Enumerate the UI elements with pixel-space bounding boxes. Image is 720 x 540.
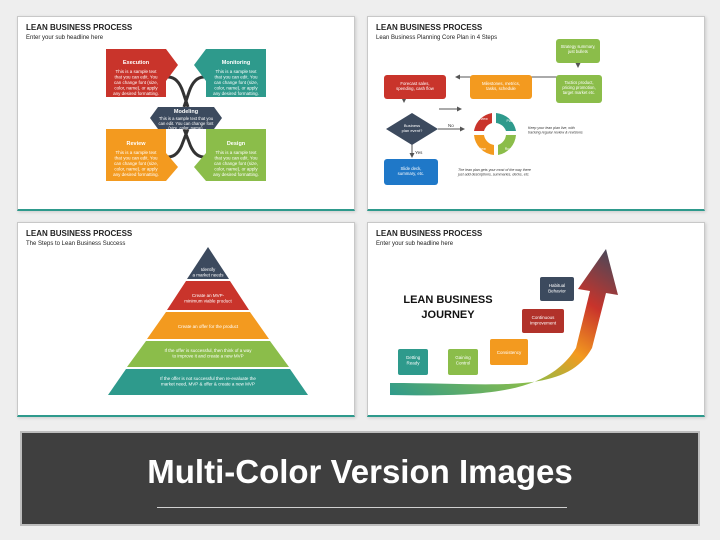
svg-text:Run: Run <box>505 147 511 151</box>
decision-diamond <box>386 113 438 145</box>
execution-title: Execution <box>123 60 150 66</box>
plan-cycle-ring: Review Plan Run Review <box>474 113 516 155</box>
monitoring-title: Monitoring <box>222 60 250 66</box>
execution-box <box>106 49 178 97</box>
monitoring-box <box>194 49 266 97</box>
svg-text:Consistency: Consistency <box>497 350 522 355</box>
design-title: Design <box>227 141 246 147</box>
banner-title: Multi-Color Version Images <box>147 453 573 490</box>
slide-title: LEAN BUSINESS PROCESS <box>376 23 483 32</box>
svg-text:Create an MVP-minimum viable p: Create an MVP-minimum viable product <box>184 293 232 304</box>
modeling-title: Modeling <box>174 109 198 115</box>
svg-text:If the offer is not successful: If the offer is not successful then re-e… <box>160 376 256 387</box>
step-consistency <box>490 339 528 365</box>
pyramid-level-1 <box>187 247 229 279</box>
bottom-banner: Multi-Color Version Images <box>20 431 700 526</box>
modeling-box <box>150 107 222 129</box>
pyramid-level-5 <box>108 369 308 395</box>
svg-text:Review: Review <box>476 117 488 121</box>
slide-thumbnail-3[interactable]: LEAN BUSINESS PROCESS The Steps to Lean … <box>17 222 355 417</box>
svg-text:Plan: Plan <box>506 119 513 123</box>
svg-text:Create an offer for the produc: Create an offer for the product <box>178 324 239 329</box>
slide-deck-box <box>384 159 438 185</box>
svg-text:Strategy summary,just bullets: Strategy summary,just bullets <box>561 44 596 54</box>
step-continuous-improvement <box>522 309 564 333</box>
review-box <box>106 129 178 181</box>
no-label: No <box>448 123 454 128</box>
slide-subtitle: The Steps to Lean Business Success <box>26 241 126 247</box>
slide-thumbnail-4[interactable]: LEAN BUSINESS PROCESS Enter your sub hea… <box>367 222 705 417</box>
slide-thumbnail-2[interactable]: LEAN BUSINESS PROCESS Lean Business Plan… <box>367 16 705 211</box>
design-box <box>194 129 266 181</box>
pyramid-level-2 <box>167 281 249 310</box>
svg-text:If the offer is successful, th: If the offer is successful, then think o… <box>165 348 253 359</box>
svg-text:Milestones, metrics,tasks, sch: Milestones, metrics,tasks, schedule <box>482 81 520 91</box>
svg-text:Forecast sales,spending, cash: Forecast sales,spending, cash flow <box>396 81 435 91</box>
strategy-box <box>556 39 600 63</box>
step-gaining-control <box>448 349 478 375</box>
yes-label: Yes <box>415 150 423 155</box>
planning-flowchart: Strategy summary,just bullets Tactics pr… <box>384 39 602 185</box>
svg-text:Tactics product,pricing promot: Tactics product,pricing promotion,target… <box>562 80 595 95</box>
slide-subtitle: Enter your sub headline here <box>376 241 454 247</box>
slide-title: LEAN BUSINESS PROCESS <box>26 23 133 32</box>
svg-text:Slide deck,summary, etc.: Slide deck,summary, etc. <box>398 166 425 176</box>
pyramid-level-4 <box>127 341 289 367</box>
banner-underline <box>157 507 567 508</box>
step-habitual-behavior <box>540 277 574 301</box>
tactics-box <box>556 75 602 103</box>
pyramid-level-3 <box>147 312 269 339</box>
svg-text:Review: Review <box>474 147 486 151</box>
slide-title: LEAN BUSINESS PROCESS <box>376 229 483 238</box>
forecast-box <box>384 75 446 99</box>
step-getting-ready <box>398 349 428 375</box>
slide-thumbnail-1[interactable]: LEAN BUSINESS PROCESS Enter your sub hea… <box>17 16 355 211</box>
milestones-box <box>470 75 532 99</box>
slide-title: LEAN BUSINESS PROCESS <box>26 229 133 238</box>
slide-subtitle: Enter your sub headline here <box>26 35 104 41</box>
review-title: Review <box>127 141 147 147</box>
svg-text:The lean plan gets your most o: The lean plan gets your most of the way … <box>457 168 531 177</box>
slide-subtitle: Lean Business Planning Core Plan in 4 St… <box>376 35 498 41</box>
